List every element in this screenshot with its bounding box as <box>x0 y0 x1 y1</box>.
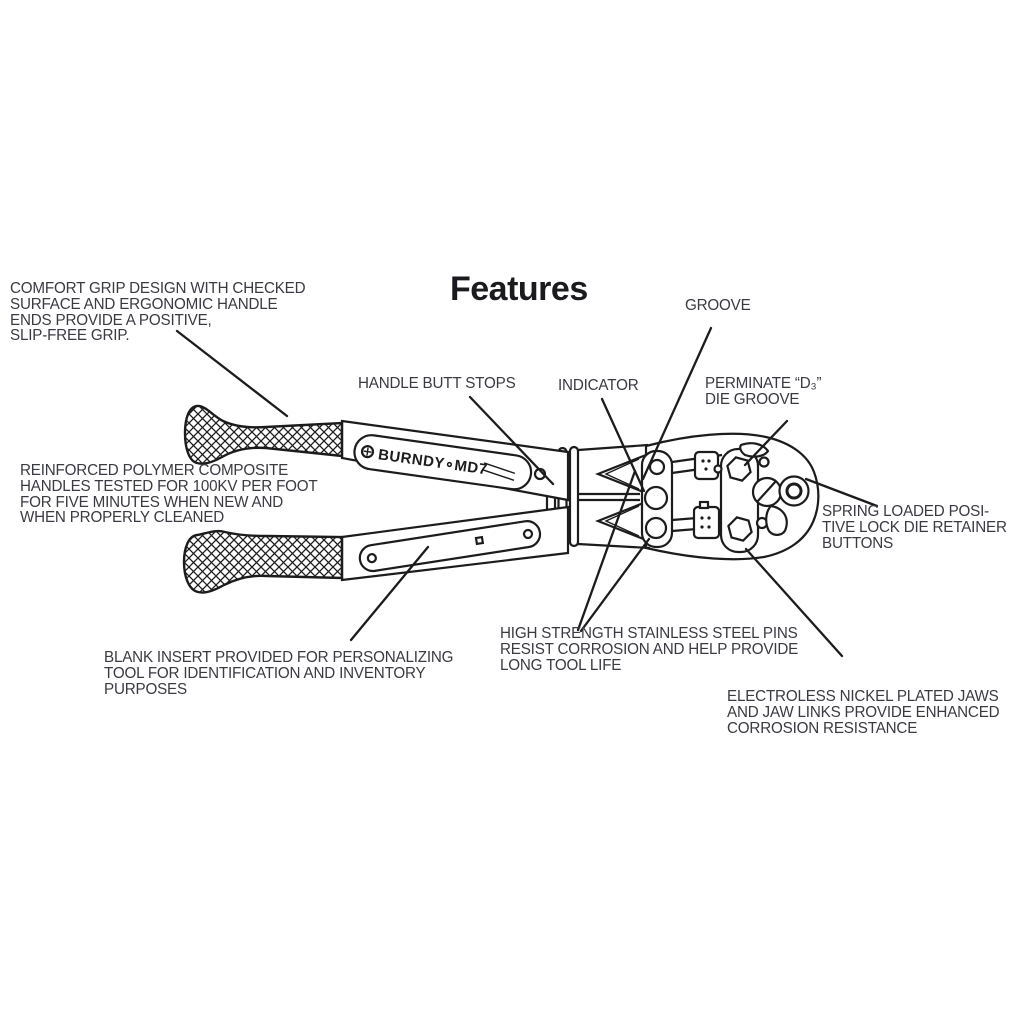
upper-handle-shaft: BURNDY∘MD7 <box>340 419 570 502</box>
leader-stainless-pins-2 <box>579 537 651 633</box>
leader-lines <box>175 326 879 658</box>
callout-blank-insert: BLANK INSERT PROVIDED FOR PERSONALIZING … <box>104 649 454 698</box>
hex-pin-upper <box>726 456 752 482</box>
hex-pin-lower <box>727 516 753 542</box>
jaw-link-plate <box>640 449 674 549</box>
callout-handle-butt-stops: HANDLE BUTT STOPS <box>358 375 516 392</box>
leader-spring-loaded <box>804 477 879 508</box>
callout-reinforced-handles: REINFORCED POLYMER COMPOSITE HANDLES TES… <box>20 462 318 527</box>
leader-stainless-pins-1 <box>576 469 637 632</box>
die-grooves <box>713 442 810 536</box>
leader-groove <box>641 326 713 481</box>
pin-hole-bottom <box>644 516 668 540</box>
callout-nickel-plated-jaws: ELECTROLESS NICKEL PLATED JAWS AND JAW L… <box>727 688 1000 737</box>
leader-blank-insert <box>349 545 430 642</box>
tool-head <box>644 432 820 561</box>
callout-comfort-grip: COMFORT GRIP DESIGN WITH CHECKED SURFACE… <box>10 280 306 345</box>
leader-indicator <box>600 397 646 493</box>
callout-perminate-die-groove: PERMINATE “D₃” DIE GROOVE <box>705 375 822 408</box>
lower-grip <box>182 529 344 594</box>
retainer-button-top <box>758 456 770 468</box>
callout-indicator: INDICATOR <box>558 377 639 394</box>
die-block-lower <box>692 500 721 540</box>
leader-perminate <box>743 419 789 467</box>
upper-grip <box>183 404 344 465</box>
leader-comfort-grip <box>175 329 289 418</box>
callout-spring-loaded-buttons: SPRING LOADED POSI- TIVE LOCK DIE RETAIN… <box>822 503 1007 552</box>
page-title: Features <box>450 270 588 308</box>
leader-nickel-jaws <box>744 547 844 658</box>
blank-insert-slot <box>358 520 542 573</box>
leader-handle-butt-stops <box>468 395 555 486</box>
pin-hole-middle <box>643 485 669 511</box>
callout-stainless-pins: HIGH STRENGTH STAINLESS STEEL PINS RESIS… <box>500 625 799 674</box>
pin-hole-top <box>648 458 666 476</box>
die-block-upper <box>693 450 720 481</box>
brand-cartouche: BURNDY∘MD7 <box>353 434 533 491</box>
lower-handle-shaft <box>340 505 570 582</box>
callout-groove: GROOVE <box>685 297 751 314</box>
